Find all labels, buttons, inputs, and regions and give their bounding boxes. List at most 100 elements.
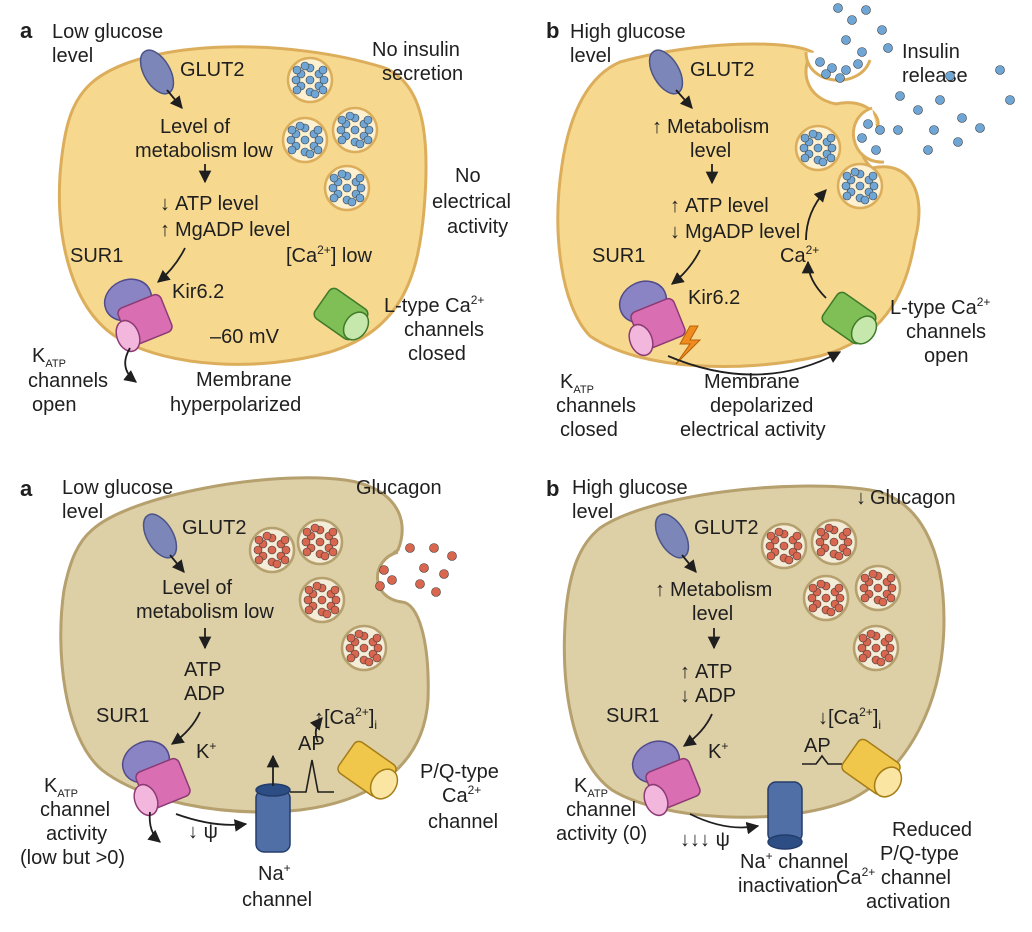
granule-dot: [379, 565, 389, 575]
granule-dot: [833, 3, 843, 13]
metabolism-label-2: metabolism low: [136, 601, 274, 623]
katp-state-label-2: open: [32, 394, 77, 416]
granule-dot: [875, 125, 885, 135]
arrow: [671, 249, 701, 285]
katp-label: KATP: [44, 775, 78, 800]
katp-state-label: channel: [566, 799, 636, 821]
calcium-channel-icon: [337, 740, 399, 800]
granule-dot: [431, 587, 441, 597]
granule-dot: [447, 551, 457, 561]
arrow: [157, 247, 186, 283]
ltype-label: L-type Ca2+: [384, 293, 484, 317]
granule-dot: [1005, 95, 1015, 105]
panel-letter: a: [20, 476, 33, 501]
granule-dot: [895, 91, 905, 101]
pocket-granules: [857, 119, 885, 155]
released-glucagon: [375, 543, 457, 597]
membrane-label: Membrane: [196, 369, 292, 391]
arrow: [309, 717, 323, 743]
glucose-label-2: level: [570, 45, 611, 67]
up-arrow-icon: ↑: [655, 579, 665, 601]
glucagon-label: Glucagon: [870, 487, 956, 509]
granule-dot: [853, 59, 863, 69]
arrow: [170, 711, 201, 745]
katp-state-label: channels: [556, 395, 636, 417]
katp-channel-icon: [115, 293, 173, 353]
sur1-label: SUR1: [592, 245, 645, 267]
ltype-state-label: channels: [404, 319, 484, 341]
granule-dot: [847, 15, 857, 25]
insulin-pocket-lower: [852, 106, 885, 164]
sur1-label: SUR1: [96, 705, 149, 727]
metabolism-label-2: metabolism low: [135, 140, 273, 162]
membrane-label-2: hyperpolarized: [170, 394, 301, 416]
na-label: Na+ channel: [740, 849, 848, 873]
granule-icon: [852, 624, 900, 672]
kir-label: Kir6.2: [688, 287, 740, 309]
katp-state-label-2: activity (0): [556, 823, 647, 845]
glucose-label: High glucose: [570, 21, 686, 43]
granule-dot: [883, 43, 893, 53]
granule-icon: [286, 56, 334, 104]
granule-icon: [298, 576, 346, 624]
katp-channel-icon: [133, 757, 191, 817]
ap-label: AP: [804, 735, 831, 757]
glut2-label: GLUT2: [180, 59, 244, 81]
glucose-label-2: level: [572, 501, 613, 523]
metabolism-label: Level of: [160, 116, 230, 138]
granule-icon: [248, 526, 296, 574]
membrane-potential-label: –60 mV: [210, 326, 280, 348]
down-arrow-icon: ↓: [856, 487, 866, 509]
granule-icon: [794, 124, 842, 172]
granule-dot: [827, 63, 837, 73]
alpha-cell-membrane: [562, 484, 946, 819]
electrical-label-3: activity: [447, 216, 508, 238]
action-potential-trace: [802, 754, 842, 765]
alpha-cell-membrane: [59, 476, 430, 814]
ltype-label: L-type Ca2+: [890, 295, 990, 319]
up-arrow-icon: ↑: [670, 195, 680, 217]
calcium-intracellular-label: ↓[Ca2+]i: [818, 705, 881, 732]
panel-beta-high-glucose: b High glucose level GLUT2 ↑ Metabolism …: [546, 3, 1015, 441]
glucagon-granules: [760, 518, 902, 672]
granule-dot: [861, 5, 871, 15]
granule-icon: [331, 106, 379, 154]
up-arrow-icon: ↑: [160, 219, 170, 241]
katp-label: KATP: [574, 775, 608, 800]
insulin-pocket-upper: [804, 51, 872, 83]
granule-dot: [821, 69, 831, 79]
secretion-label: No insulin: [372, 39, 460, 61]
granule-icon: [810, 518, 858, 566]
panel-letter: a: [20, 18, 33, 43]
glucose-label-2: level: [52, 45, 93, 67]
granule-icon: [802, 574, 850, 622]
panel-alpha-low-glucose: a Low glucose level GLUT2 Level of metab…: [20, 476, 499, 911]
granule-dot: [841, 35, 851, 45]
depolarization-arrow: [667, 351, 842, 376]
psi-label: ↓ ψ: [188, 821, 218, 843]
arrow: [166, 89, 183, 109]
metabolism-label: Level of: [162, 577, 232, 599]
atp-label: ATP level: [685, 195, 769, 217]
granule-dot: [877, 25, 887, 35]
granule-dot: [841, 65, 851, 75]
pq-label-2: Ca2+: [442, 783, 481, 807]
arrow: [175, 813, 248, 832]
arrow: [689, 813, 760, 835]
calcium-label: Ca2+: [780, 243, 819, 267]
granule-dot: [935, 95, 945, 105]
katp-channel-icon: [628, 297, 686, 357]
down-arrow-icon: ↓: [160, 193, 170, 215]
kplus-label: K+: [708, 739, 728, 763]
granule-dot: [857, 47, 867, 57]
pocket-granules: [815, 57, 863, 83]
na-state-label: channel: [242, 889, 312, 911]
sur1-label: SUR1: [606, 705, 659, 727]
granule-dot: [957, 113, 967, 123]
granule-dot: [429, 543, 439, 553]
katp-state-label: channel: [40, 799, 110, 821]
adp-label: ADP: [695, 685, 736, 707]
metabolism-label: Metabolism: [670, 579, 772, 601]
metabolism-label-2: level: [690, 140, 731, 162]
arrow: [805, 189, 827, 241]
